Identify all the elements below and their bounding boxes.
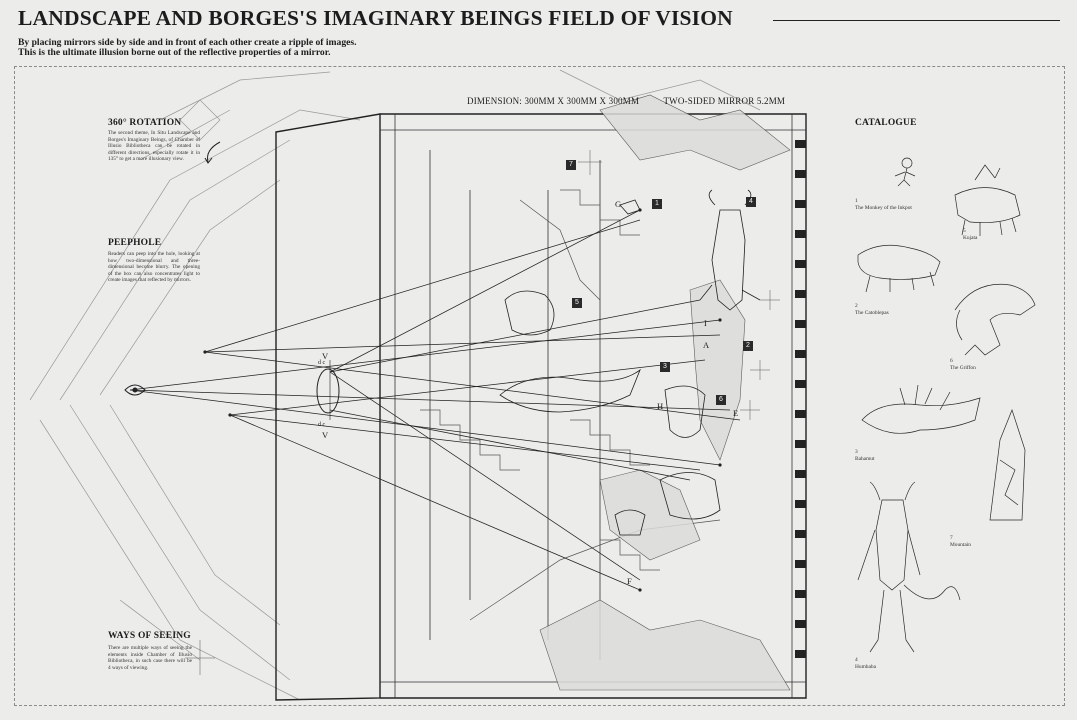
dimension-size: DIMENSION: 300MM X 300MM X 300MM [467,96,640,106]
catalogue-item-humbaba: 4 Humbaba [855,657,876,671]
mountain-icon [989,408,1026,521]
rotation-body: The second theme, In Situ Landscape and … [108,130,200,163]
marker-badge-4: 4 [746,197,756,207]
catalogue-item-name: Bahamut [855,456,875,462]
catalogue-item-catoblepas: 2 The Catoblepas [855,303,889,317]
box-outline [275,113,807,701]
marker-badge-6: 6 [716,395,726,405]
marker-badge-3: 3 [660,362,670,372]
catalogue-item-number: 5 [963,228,966,234]
point-label-g: G [615,199,622,209]
point-label-i: I [704,318,707,328]
catalogue-item-number: 3 [855,449,858,455]
catalogue-item-name: Humbaba [855,664,876,670]
point-label-e: E [733,408,739,418]
poster-title: LANDSCAPE AND BORGES'S IMAGINARY BEINGS … [18,6,733,30]
crosshair-markers [185,150,780,675]
background-rotated-box [29,69,761,701]
point-label-h: H [657,401,664,411]
rotation-heading: 360° ROTATION [108,118,182,128]
humbaba-icon [857,481,961,653]
dimension-line: DIMENSION: 300MM X 300MM X 300MM TWO-SID… [467,96,807,106]
point-label-a: A [703,340,710,350]
eye-label-bottom-v: V [322,430,329,440]
griffon-icon [954,283,1036,356]
subtitle-line-1: By placing mirrors side by side and in f… [18,37,357,48]
eye-label-top-dc: d c [318,360,326,366]
catalogue-item-monkey: 1 The Monkey of the Inkpot [855,198,912,212]
peephole-body: Readers can peep into the hole, looking … [108,251,200,284]
drawing-frame [14,66,1065,706]
eye-label-top-v: V [322,351,329,361]
poster-subtitle: By placing mirrors side by side and in f… [18,38,357,58]
catalogue-item-name: The Catoblepas [855,310,889,316]
rock-formations [539,94,791,691]
peephole-heading: PEEPHOLE [108,238,162,248]
eye-icon [124,384,146,396]
catoblepas-icon [857,244,941,293]
title-rule [773,20,1060,21]
marker-badge-1: 1 [652,199,662,209]
catalogue-item-mountain: 7 Mountain [950,535,971,549]
catalogue-item-number: 2 [855,303,858,309]
box-crenellations [795,140,806,658]
peephole-lens [316,360,340,420]
monkey-of-inkpot-icon [894,157,916,187]
rotation-arrow-icon [207,141,221,163]
catalogue-illustrations [857,157,1036,653]
catalogue-item-number: 4 [855,657,858,663]
catalogue-item-name: The Monkey of the Inkpot [855,205,912,211]
dimension-mirror: TWO-SIDED MIRROR 5.2MM [663,96,786,106]
subtitle-line-2: This is the ultimate illusion borne out … [18,47,331,58]
catalogue-item-bahamut: 3 Bahamut [855,449,874,463]
marker-badge-5: 5 [572,298,582,308]
catalogue-item-name: Mountain [950,542,971,548]
catalogue-item-name: Kujata [963,235,978,241]
point-label-f: F [627,576,632,586]
ways-of-seeing-heading: WAYS OF SEEING [108,631,191,641]
catalogue-item-kujata: 5 Kujata [963,228,977,242]
catalogue-item-name: The Griffon [950,365,976,371]
rotation-arrow-head [204,157,213,164]
catalogue-item-number: 6 [950,358,953,364]
bahamut-icon [861,384,981,434]
catalogue-heading: CATALOGUE [855,118,917,128]
ways-of-seeing-body: There are multiple ways of seeing the el… [108,645,192,671]
catalogue-item-griffon: 6 The Griffon [950,358,976,372]
kujata-icon [954,164,1021,236]
sight-lines [129,209,741,591]
eye-label-bottom-dc: d c [318,422,326,428]
catalogue-item-number: 1 [855,198,858,204]
catalogue-item-number: 7 [950,535,953,541]
marker-badge-7: 7 [566,160,576,170]
creature-sketches-in-box [499,189,761,536]
marker-badge-2: 2 [743,341,753,351]
